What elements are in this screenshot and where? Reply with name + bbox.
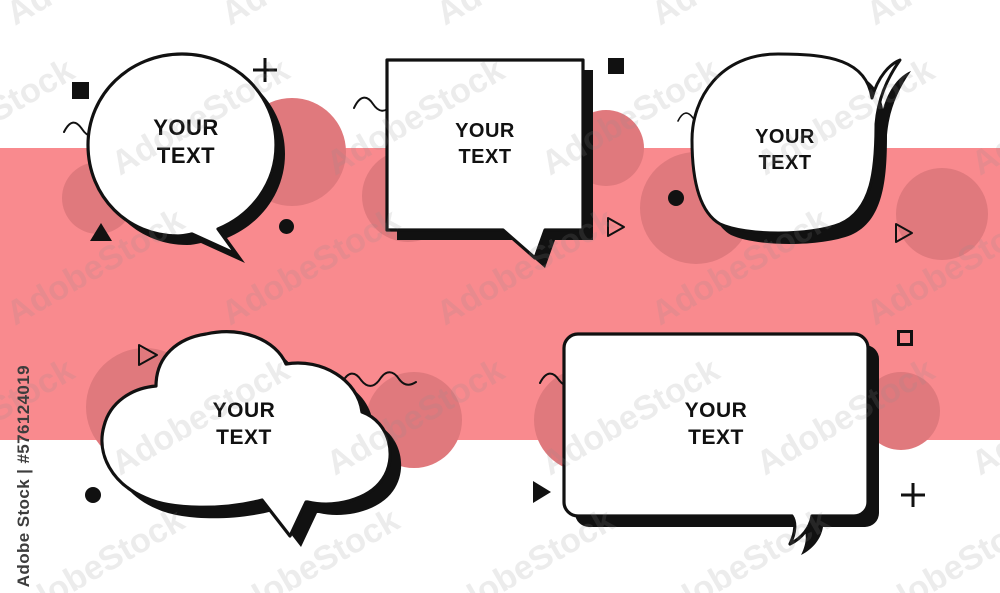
watermark-tile: AdobeStock <box>430 0 621 34</box>
dot-filled-icon-cloud <box>85 487 101 503</box>
bubble-cloud[interactable]: YOUR TEXT <box>94 330 424 555</box>
bubble-rectangle[interactable]: YOUR TEXT <box>562 332 892 555</box>
watermark-tile: AdobeStock <box>860 0 1000 34</box>
triangle-right-open-icon-cloud <box>138 344 158 366</box>
dot-filled-icon-mid <box>668 190 684 206</box>
squiggle-icon-cloud <box>341 371 417 387</box>
bubble-square[interactable]: YOUR TEXT <box>385 58 600 268</box>
square-filled-icon-top-left <box>72 82 89 99</box>
triangle-right-open-icon-far <box>895 223 913 243</box>
plus-icon-bottom-right <box>901 483 925 507</box>
adobe-stock-watermark: Adobe Stock | #576124019 <box>14 364 33 587</box>
watermark-tile: AdobeStock <box>645 0 836 34</box>
pink-blob-6 <box>896 168 988 260</box>
bubble-round[interactable]: YOUR TEXT <box>86 52 296 267</box>
triangle-right-filled-icon <box>533 481 551 503</box>
dot-filled-icon-left <box>279 219 294 234</box>
triangle-up-filled-icon-left <box>90 223 112 241</box>
square-open-icon-right <box>897 330 913 346</box>
watermark-tile: AdobeStock <box>215 0 406 34</box>
square-filled-icon-top-mid <box>608 58 624 74</box>
watermark-tile: AdobeStock <box>0 0 191 34</box>
triangle-right-open-icon-mid <box>607 217 625 237</box>
bubble-rounded-square[interactable]: YOUR TEXT <box>690 52 925 257</box>
